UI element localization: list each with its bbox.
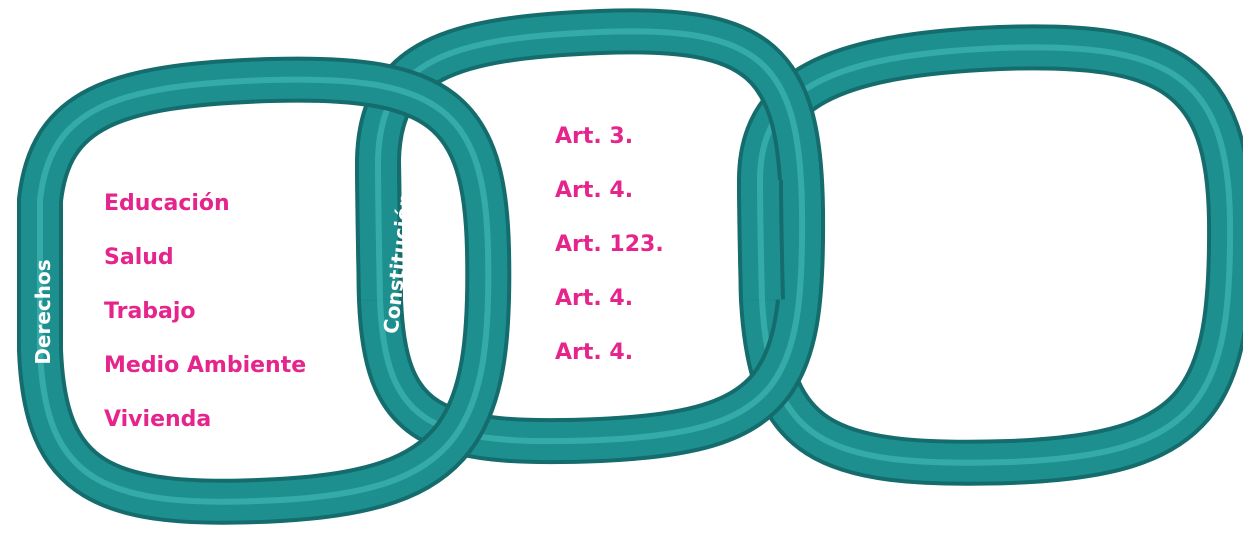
list-item: Vivienda bbox=[104, 393, 306, 447]
list-item: Art. 4. bbox=[555, 326, 664, 380]
interlock-segment-2-shine bbox=[760, 180, 762, 300]
list-item: Trabajo bbox=[104, 285, 306, 339]
interlock-segment-1-shine bbox=[378, 160, 380, 300]
constitucion-list: Art. 3. Art. 4. Art. 123. Art. 4. Art. 4… bbox=[555, 110, 664, 380]
list-item: Medio Ambiente bbox=[104, 339, 306, 393]
list-item: Art. 3. bbox=[555, 110, 664, 164]
list-item: Salud bbox=[104, 231, 306, 285]
list-item: Art. 4. bbox=[555, 164, 664, 218]
list-item: Art. 123. bbox=[555, 218, 664, 272]
ring-label-derechos: Derechos bbox=[31, 257, 55, 367]
list-item: Educación bbox=[104, 177, 306, 231]
list-item: Art. 4. bbox=[555, 272, 664, 326]
ring-empty bbox=[760, 47, 1230, 462]
derechos-list: Educación Salud Trabajo Medio Ambiente V… bbox=[104, 177, 306, 447]
